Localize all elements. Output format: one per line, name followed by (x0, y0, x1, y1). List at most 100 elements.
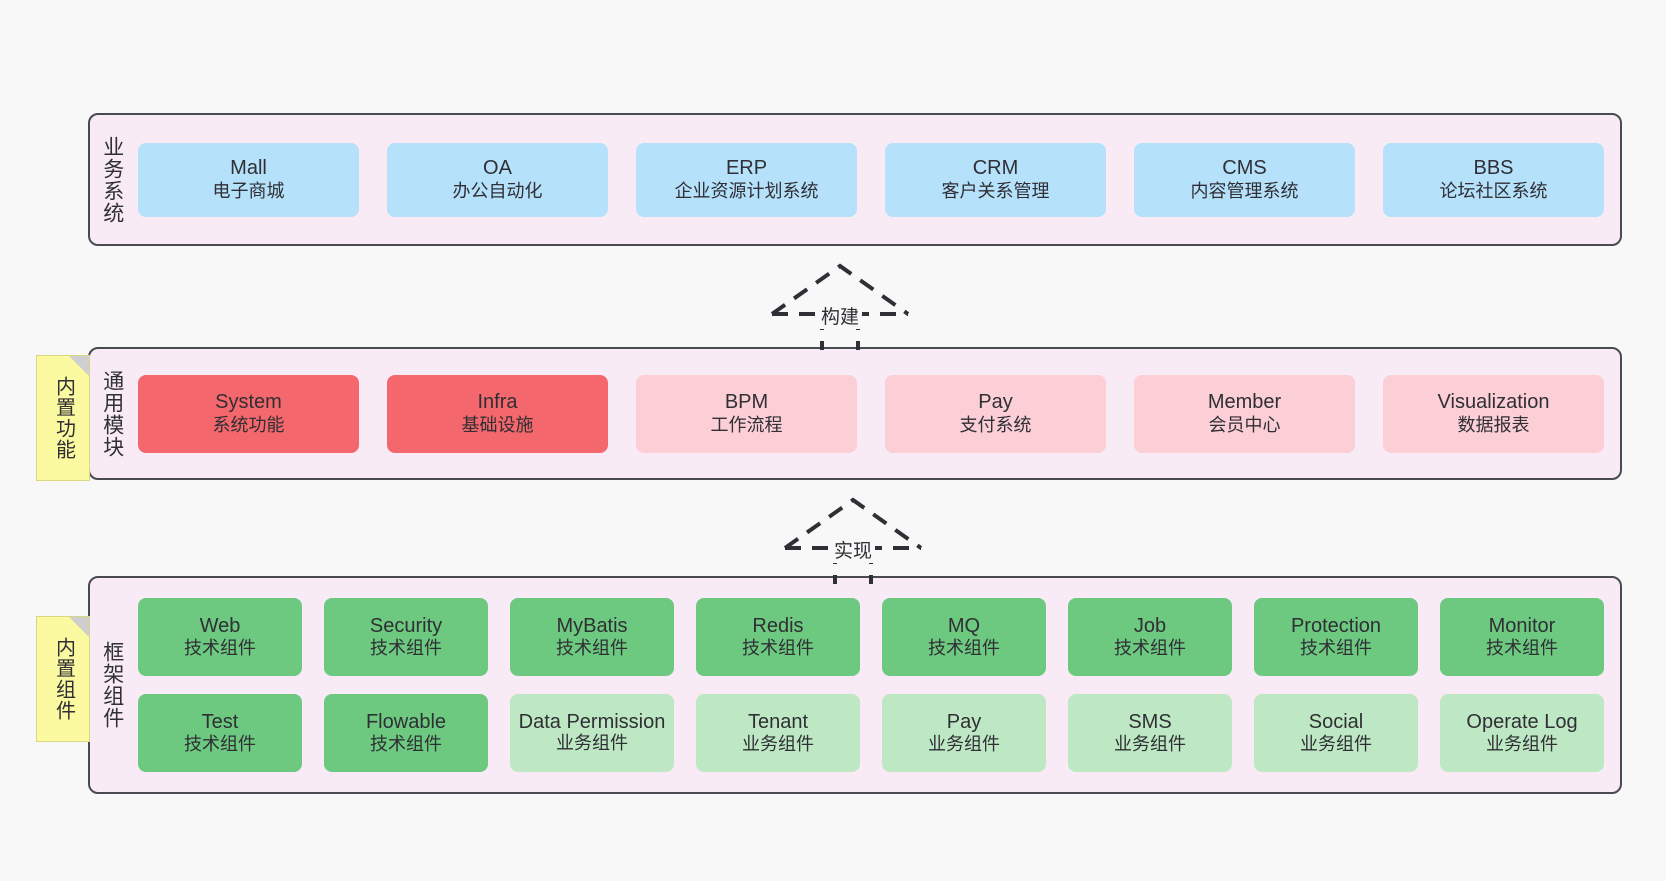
node-title: Flowable (365, 710, 447, 733)
node-title: Protection (1290, 614, 1382, 637)
connector-label-build: 构建 (817, 302, 863, 329)
node-title: Member (1207, 391, 1282, 414)
node-subtitle: 支付系统 (959, 414, 1032, 435)
node-subtitle: 工作流程 (710, 414, 783, 435)
node-subtitle: 技术组件 (184, 638, 256, 659)
node-sms[interactable]: SMS 业务组件 (1068, 694, 1232, 772)
node-subtitle: 业务组件 (928, 734, 1000, 755)
node-subtitle: 客户关系管理 (941, 180, 1050, 201)
node-data-permission[interactable]: Data Permission 业务组件 (510, 694, 674, 772)
node-subtitle: 业务组件 (1114, 734, 1186, 755)
tier-label-framework-components: 框架组件 (100, 641, 124, 729)
node-title: Job (1133, 614, 1167, 637)
tier-body-business-systems: Mall 电子商城 OA 办公自动化 ERP 企业资源计划系统 CRM 客户关系… (134, 115, 1620, 244)
node-row: Web 技术组件 Security 技术组件 MyBatis 技术组件 Redi… (138, 598, 1604, 676)
node-infra[interactable]: Infra 基础设施 (387, 374, 608, 453)
node-test[interactable]: Test 技术组件 (138, 694, 302, 772)
node-subtitle: 会员中心 (1208, 414, 1281, 435)
node-row: Mall 电子商城 OA 办公自动化 ERP 企业资源计划系统 CRM 客户关系… (138, 142, 1604, 217)
node-subtitle: 办公自动化 (452, 180, 543, 201)
tier-business-systems: 业务系统 Mall 电子商城 OA 办公自动化 ERP 企业资源计划系统 CRM… (88, 113, 1622, 246)
node-subtitle: 技术组件 (742, 638, 814, 659)
node-title: Infra (477, 391, 518, 414)
node-bpm[interactable]: BPM 工作流程 (636, 374, 857, 453)
node-monitor[interactable]: Monitor 技术组件 (1440, 598, 1604, 676)
node-subtitle: 技术组件 (556, 638, 628, 659)
node-title: MQ (947, 614, 981, 637)
node-bbs[interactable]: BBS 论坛社区系统 (1383, 142, 1604, 217)
node-subtitle: 内容管理系统 (1190, 180, 1299, 201)
node-member[interactable]: Member 会员中心 (1134, 374, 1355, 453)
node-subtitle: 基础设施 (461, 414, 534, 435)
connector-build: 构建 (760, 258, 920, 350)
node-title: OA (483, 157, 512, 180)
node-subtitle: 技术组件 (928, 638, 1000, 659)
node-subtitle: 业务组件 (556, 732, 628, 753)
note-text: 内置组件 (52, 637, 75, 721)
node-title: BBS (1473, 157, 1514, 180)
note-builtin-features: 内置功能 (36, 355, 90, 481)
tier-label-business-systems: 业务系统 (100, 135, 124, 224)
node-subtitle: 电子商城 (212, 180, 285, 201)
node-redis[interactable]: Redis 技术组件 (696, 598, 860, 676)
node-security[interactable]: Security 技术组件 (324, 598, 488, 676)
node-row: Test 技术组件 Flowable 技术组件 Data Permission … (138, 694, 1604, 772)
note-text: 内置功能 (52, 376, 75, 460)
connector-label-implement: 实现 (830, 536, 876, 563)
node-tenant[interactable]: Tenant 业务组件 (696, 694, 860, 772)
node-mybatis[interactable]: MyBatis 技术组件 (510, 598, 674, 676)
node-oa[interactable]: OA 办公自动化 (387, 142, 608, 217)
node-pay-component[interactable]: Pay 业务组件 (882, 694, 1046, 772)
node-title: ERP (725, 157, 768, 180)
node-title: Redis (752, 614, 804, 637)
node-subtitle: 技术组件 (370, 638, 442, 659)
node-title: MyBatis (556, 614, 628, 637)
tier-framework-components: 框架组件 Web 技术组件 Security 技术组件 MyBatis 技术组件… (88, 576, 1622, 794)
node-title: Test (201, 710, 239, 733)
node-mq[interactable]: MQ 技术组件 (882, 598, 1046, 676)
node-subtitle: 企业资源计划系统 (674, 180, 819, 201)
connector-implement: 实现 (773, 492, 933, 584)
node-title: CMS (1222, 157, 1267, 180)
tier-common-modules: 通用模块 System 系统功能 Infra 基础设施 BPM 工作流程 Pay… (88, 347, 1622, 480)
node-title: SMS (1128, 710, 1172, 733)
node-subtitle: 技术组件 (1114, 638, 1186, 659)
node-erp[interactable]: ERP 企业资源计划系统 (636, 142, 857, 217)
node-title: Mall (230, 157, 267, 180)
node-crm[interactable]: CRM 客户关系管理 (885, 142, 1106, 217)
node-subtitle: 技术组件 (370, 734, 442, 755)
node-title: Operate Log (1466, 710, 1578, 733)
tier-body-framework-components: Web 技术组件 Security 技术组件 MyBatis 技术组件 Redi… (134, 578, 1620, 792)
node-web[interactable]: Web 技术组件 (138, 598, 302, 676)
node-visualization[interactable]: Visualization 数据报表 (1383, 374, 1604, 453)
node-title: Monitor (1488, 614, 1556, 637)
note-builtin-components: 内置组件 (36, 616, 90, 742)
node-title: BPM (724, 391, 769, 414)
node-title: Social (1308, 710, 1364, 733)
node-subtitle: 数据报表 (1457, 414, 1530, 435)
node-system[interactable]: System 系统功能 (138, 374, 359, 453)
node-job[interactable]: Job 技术组件 (1068, 598, 1232, 676)
node-social[interactable]: Social 业务组件 (1254, 694, 1418, 772)
node-flowable[interactable]: Flowable 技术组件 (324, 694, 488, 772)
node-subtitle: 论坛社区系统 (1439, 180, 1548, 201)
node-subtitle: 技术组件 (184, 734, 256, 755)
node-subtitle: 系统功能 (212, 414, 285, 435)
node-title: System (215, 391, 282, 414)
node-title: CRM (972, 157, 1019, 180)
node-mall[interactable]: Mall 电子商城 (138, 142, 359, 217)
tier-label-common-modules: 通用模块 (100, 369, 124, 458)
node-pay[interactable]: Pay 支付系统 (885, 374, 1106, 453)
node-subtitle: 技术组件 (1486, 638, 1558, 659)
node-protection[interactable]: Protection 技术组件 (1254, 598, 1418, 676)
node-subtitle: 技术组件 (1300, 638, 1372, 659)
node-cms[interactable]: CMS 内容管理系统 (1134, 142, 1355, 217)
tier-body-common-modules: System 系统功能 Infra 基础设施 BPM 工作流程 Pay 支付系统… (134, 349, 1620, 478)
node-subtitle: 业务组件 (742, 734, 814, 755)
node-title: Data Permission (518, 710, 666, 733)
node-operate-log[interactable]: Operate Log 业务组件 (1440, 694, 1604, 772)
node-row: System 系统功能 Infra 基础设施 BPM 工作流程 Pay 支付系统… (138, 374, 1604, 453)
node-subtitle: 业务组件 (1300, 734, 1372, 755)
node-title: Pay (978, 391, 1013, 414)
